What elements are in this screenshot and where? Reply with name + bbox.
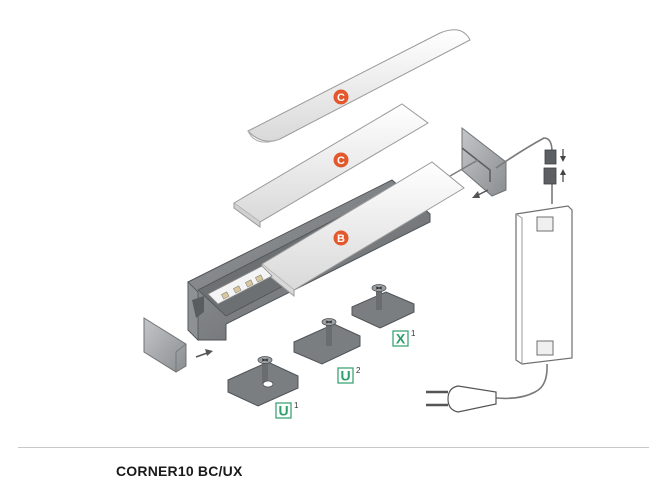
cover-mid-letter: C [337,155,345,167]
flat-cover [233,103,429,228]
cover-top-label: C [333,89,349,105]
end-cap-right [461,126,507,197]
mount-bracket-u2 [293,318,361,365]
arrow-right-icon [195,349,213,358]
plug-direction-icon [560,149,566,182]
product-title: CORNER10 BC/UX [116,463,243,479]
power-supply [515,205,573,365]
mount-u1-letter: U [278,403,288,419]
led-strip [207,265,273,305]
diffuser [261,161,465,298]
mount-u2-sup: 2 [356,366,361,375]
mains-cable [495,363,548,400]
mount-u2-letter: U [340,368,350,384]
mount-x-letter: X [396,331,406,347]
diffuser-label: B [333,230,349,246]
mount-bracket-x [351,284,415,329]
mount-x-sup: 1 [411,329,416,338]
cover-mid-label: C [333,152,349,168]
end-cap-left [143,317,187,373]
cover-top-letter: C [337,92,345,104]
mount-u2-tag: U 2 [337,366,361,384]
mount-u1-sup: 1 [294,401,299,410]
rounded-cover [247,29,471,143]
mount-x-tag: X 1 [392,329,416,347]
mount-u1-tag: U 1 [275,401,299,419]
divider [18,447,649,448]
arrow-left-icon [472,189,489,198]
power-plug [426,385,497,413]
connector [543,149,557,185]
mount-bracket-u1 [227,356,299,407]
diffuser-letter: B [337,233,345,245]
